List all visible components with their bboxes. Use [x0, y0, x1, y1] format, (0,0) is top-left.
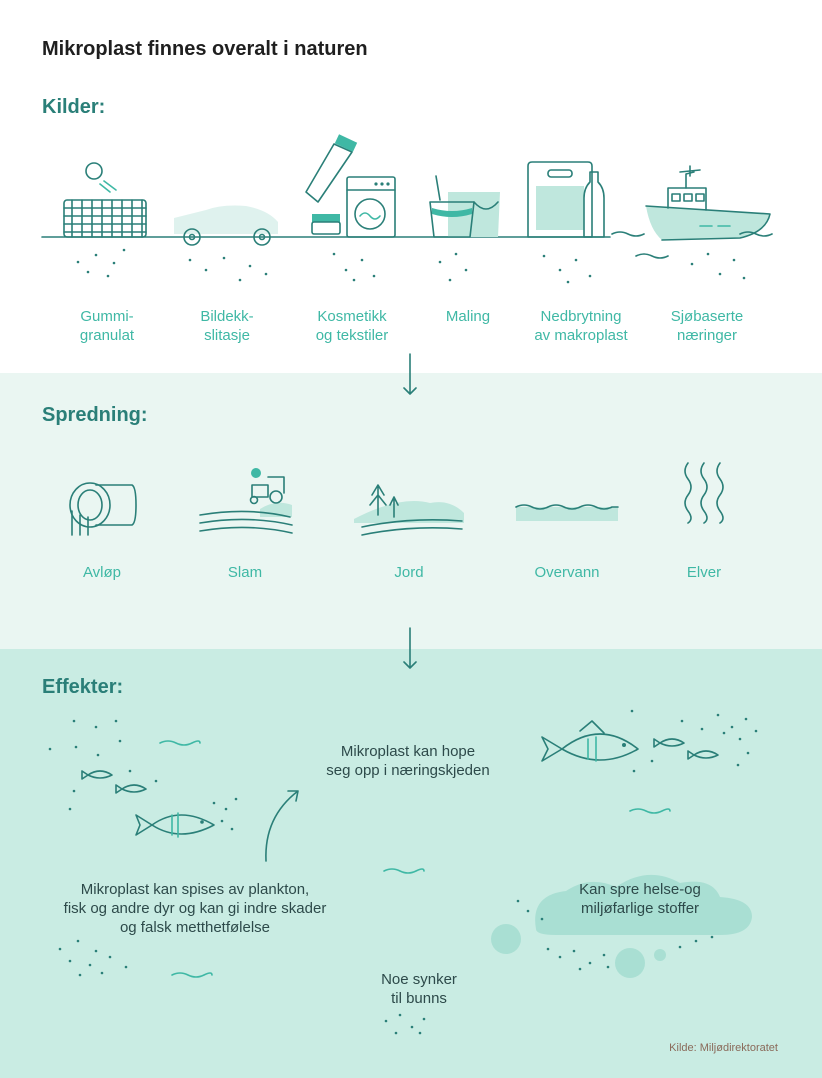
effekter-band: [0, 649, 822, 1078]
river-icon: [684, 462, 724, 524]
spredning-label-4: Elver: [686, 564, 722, 581]
trees-land-icon: [354, 484, 464, 536]
page-title: Mikroplast finnes overalt i naturen: [42, 38, 368, 60]
playground-net-icon: [63, 162, 147, 238]
kilder-heading: Kilder:: [42, 96, 106, 118]
paint-bucket-icon: [429, 175, 500, 238]
cosmetics-tube-icon: [305, 134, 358, 235]
arrow-down-icon: [403, 627, 417, 669]
kilder-label-3: Maling: [445, 308, 491, 325]
kilder-label-5: Sjøbaserte næringer: [670, 308, 744, 344]
food-chain-text: Mikroplast kan hope seg opp i næringskje…: [326, 743, 490, 779]
spredning-illustration: [69, 462, 724, 536]
sinks-text: Noe synker til bunns: [381, 971, 457, 1007]
fish-icon: [541, 720, 639, 762]
effekter-illustration: [48, 709, 758, 1035]
tractor-field-icon: [199, 468, 293, 534]
fish-icon: [135, 812, 215, 838]
spredning-heading: Spredning:: [42, 404, 148, 426]
spredning-label-0: Avløp: [82, 564, 122, 581]
toxin-cloud-icon: [491, 874, 752, 978]
eaten-text: Mikroplast kan spises av plankton, fisk …: [63, 881, 327, 936]
toxins-text: Kan spre helse-og miljøfarlige stoffer: [579, 881, 701, 917]
kilder-label-0: Gummi- granulat: [79, 308, 135, 344]
fishing-boat-icon: [611, 165, 773, 259]
washing-machine-icon: [346, 176, 396, 238]
surface-water-icon: [515, 504, 619, 521]
spredning-label-3: Overvann: [534, 564, 600, 581]
effekter-heading: Effekter:: [42, 676, 124, 698]
pipe-icon: [69, 482, 137, 536]
car-icon: [174, 205, 278, 246]
kilder-label-4: Nedbrytning av makroplast: [534, 308, 628, 344]
plastic-bag-bottle-icon: [527, 161, 605, 238]
arrow-down-icon: [403, 353, 417, 395]
spredning-label-1: Slam: [227, 564, 263, 581]
source-credit: Kilde: Miljødirektoratet: [669, 1042, 778, 1054]
fish-icon: [81, 770, 113, 780]
curved-arrow-icon: [265, 790, 299, 862]
spredning-label-2: Jord: [394, 564, 424, 581]
fish-icon: [653, 738, 685, 748]
fish-icon: [687, 750, 719, 760]
kilder-label-1: Bildekk- slitasje: [200, 308, 254, 344]
kilder-illustration: [41, 134, 773, 284]
kilder-label-2: Kosmetikk og tekstiler: [315, 308, 389, 344]
fish-icon: [115, 784, 147, 794]
